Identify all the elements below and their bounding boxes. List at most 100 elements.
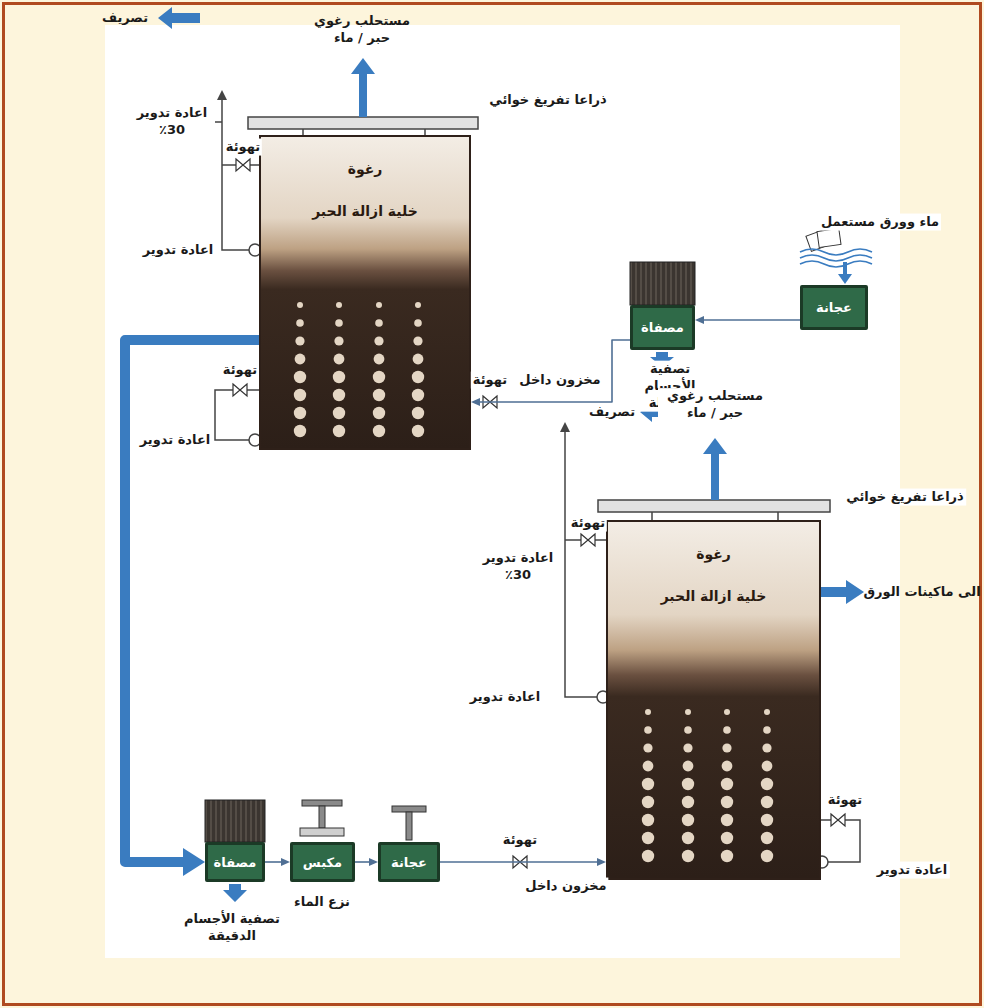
drawn-polygon [560, 422, 570, 432]
bubble [682, 850, 694, 862]
bubble [333, 389, 345, 401]
bubble [414, 319, 422, 327]
bubble [412, 389, 424, 401]
bubbles [608, 522, 807, 878]
bubble [415, 302, 421, 308]
annotation-label: ذراعا تفريغ خوائي [487, 92, 609, 109]
bubble [373, 389, 385, 401]
bubble [763, 726, 771, 734]
arrowhead [183, 848, 205, 876]
annotation-label: ذراعا تفريغ خوائي [844, 489, 966, 506]
bubble [762, 761, 773, 772]
annotation-label: اعادة تدوير [468, 689, 543, 706]
annotation-label: اعادة تدوير 30٪ [130, 105, 214, 139]
drawn-path [215, 390, 265, 440]
annotation-label: الى ماكينات الورق [861, 584, 982, 601]
bubble [682, 814, 694, 826]
annotation-label: مستحلب رغوي حبر / ماء [305, 13, 419, 47]
pulper-box: عجانة [800, 285, 868, 330]
bubble [764, 709, 770, 715]
annotation-label: ماء وورق مستعمل [819, 214, 941, 231]
drawn-path [565, 432, 612, 697]
drawn-path [800, 249, 872, 267]
drawn-rect [300, 828, 344, 836]
annotation-label: اعادة تدوير [138, 432, 213, 449]
drawn-line [711, 452, 719, 500]
bubble [722, 761, 733, 772]
bubble [761, 814, 773, 826]
annotation-label: تهوئة [471, 372, 509, 389]
bubble [684, 726, 692, 734]
annotation-label: اعادة تدوير [141, 242, 216, 259]
pulper-box: عجانة [378, 842, 440, 882]
drawn-polygon [838, 274, 852, 284]
bubble [724, 709, 730, 715]
deinking-cell: رغوةخلية ازالة الحبر [606, 520, 821, 880]
arrowhead [597, 858, 606, 866]
bubble [373, 371, 385, 383]
bubble [334, 354, 345, 365]
flow-connector [695, 316, 800, 324]
bubble [413, 354, 424, 365]
drawn-path [215, 100, 265, 250]
bubble [412, 371, 424, 383]
connector-line [125, 340, 259, 862]
bubble [375, 319, 383, 327]
connector-line [265, 861, 282, 863]
bubble [762, 743, 771, 752]
bubble [333, 407, 345, 419]
drawn-path [652, 512, 778, 520]
bubble [643, 743, 652, 752]
bubble [722, 743, 731, 752]
drawn-rect [248, 117, 478, 129]
bubble [644, 726, 652, 734]
annotation-label: نزع الماء [292, 894, 352, 911]
node-title: مصفاة [641, 320, 684, 335]
bubble [335, 319, 343, 327]
drawn-polygon [223, 884, 247, 902]
drawn-rect [392, 806, 426, 812]
flow-connector [355, 858, 378, 866]
bubble [373, 407, 385, 419]
bubble [721, 850, 733, 862]
discharge-arrows [158, 7, 864, 902]
bubble [761, 832, 773, 844]
bubble [723, 726, 731, 734]
drawn-polygon [217, 90, 227, 100]
annotation-label: تهوئة [569, 515, 607, 532]
bubble [297, 302, 303, 308]
drawn-polygon [703, 438, 727, 454]
bubble [376, 302, 382, 308]
connector-line [355, 861, 370, 863]
screen-box: مصفاة [630, 305, 695, 350]
node-text: خلية ازالة الحبر [261, 203, 469, 219]
annotation-label: تهوئة [224, 139, 262, 156]
connector-line [440, 861, 598, 863]
bubble [334, 336, 343, 345]
drawn-path [236, 159, 250, 171]
arrowhead [471, 398, 480, 406]
bubble [336, 302, 342, 308]
bubble [721, 778, 733, 790]
drawn-path [233, 384, 247, 396]
bubble [294, 389, 306, 401]
press-box: مكبس [290, 842, 355, 882]
flow-connector [471, 340, 630, 406]
annotation-label: تهوئة [221, 362, 259, 379]
bubble [294, 407, 306, 419]
press-and-mixers [300, 800, 426, 840]
drawn-rect [630, 262, 695, 305]
edge-label: مخزون داخل [523, 878, 608, 895]
bubble [413, 336, 422, 345]
node-title: عجانة [816, 300, 852, 315]
drawn-rect [319, 806, 325, 828]
bubble [642, 814, 654, 826]
annotation-label: اعادة تدوير 30٪ [476, 550, 560, 584]
node-text: خلية ازالة الحبر [608, 588, 819, 604]
bubble [682, 796, 694, 808]
bubble [295, 354, 306, 365]
flow-connector [440, 858, 606, 866]
